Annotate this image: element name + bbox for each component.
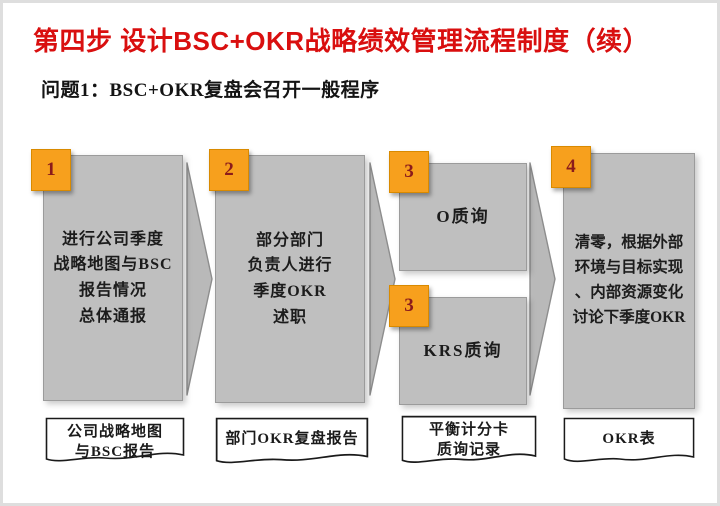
document-outline-icon [215, 417, 369, 464]
step3-document-shape: 平衡计分卡 质询记录 [401, 415, 537, 469]
step4-number: 4 [566, 156, 576, 177]
document-outline-icon [401, 415, 537, 464]
step1-document-shape: 公司战略地图 与BSC报告 [45, 417, 185, 467]
step4-number-badge: 4 [551, 146, 591, 188]
step4-process-box: 清零，根据外部 环境与目标实现 、内部资源变化 讨论下季度OKR [563, 153, 695, 409]
step1-number-badge: 1 [31, 149, 71, 191]
step2-document-shape: 部门OKR复盘报告 [215, 417, 369, 469]
step1-process-box: 进行公司季度 战略地图与BSC 报告情况 总体通报 [43, 155, 183, 401]
step4-document-label: OKR表 [602, 431, 656, 447]
flow-arrow-icon-2 [369, 161, 397, 397]
document-outline-icon [563, 417, 695, 463]
step4-document-shape: OKR表 [563, 417, 695, 467]
step1-document-label: 公司战略地图 与BSC报告 [66, 424, 163, 461]
flow-arrow-icon-1 [186, 161, 214, 397]
step3b-number: 3 [404, 295, 414, 316]
step2-process-box: 部分部门 负责人进行 季度OKR 述职 [215, 155, 365, 403]
step2-number: 2 [224, 159, 234, 180]
page-subtitle: 问题1：BSC+OKR复盘会召开一般程序 [41, 80, 380, 101]
step2-number-badge: 2 [209, 149, 249, 191]
step3b-number-badge: 3 [389, 285, 429, 327]
step3a-number-badge: 3 [389, 151, 429, 193]
document-outline-icon [45, 417, 185, 462]
step1-number: 1 [46, 159, 56, 180]
step3-document-label: 平衡计分卡 质询记录 [428, 422, 509, 459]
flow-arrow-icon-3 [529, 161, 557, 397]
page-title: 第四步 设计BSC+OKR战略绩效管理流程制度（续） [33, 26, 650, 56]
step3a-number: 3 [404, 161, 414, 182]
step2-document-label: 部门OKR复盘报告 [225, 431, 359, 447]
